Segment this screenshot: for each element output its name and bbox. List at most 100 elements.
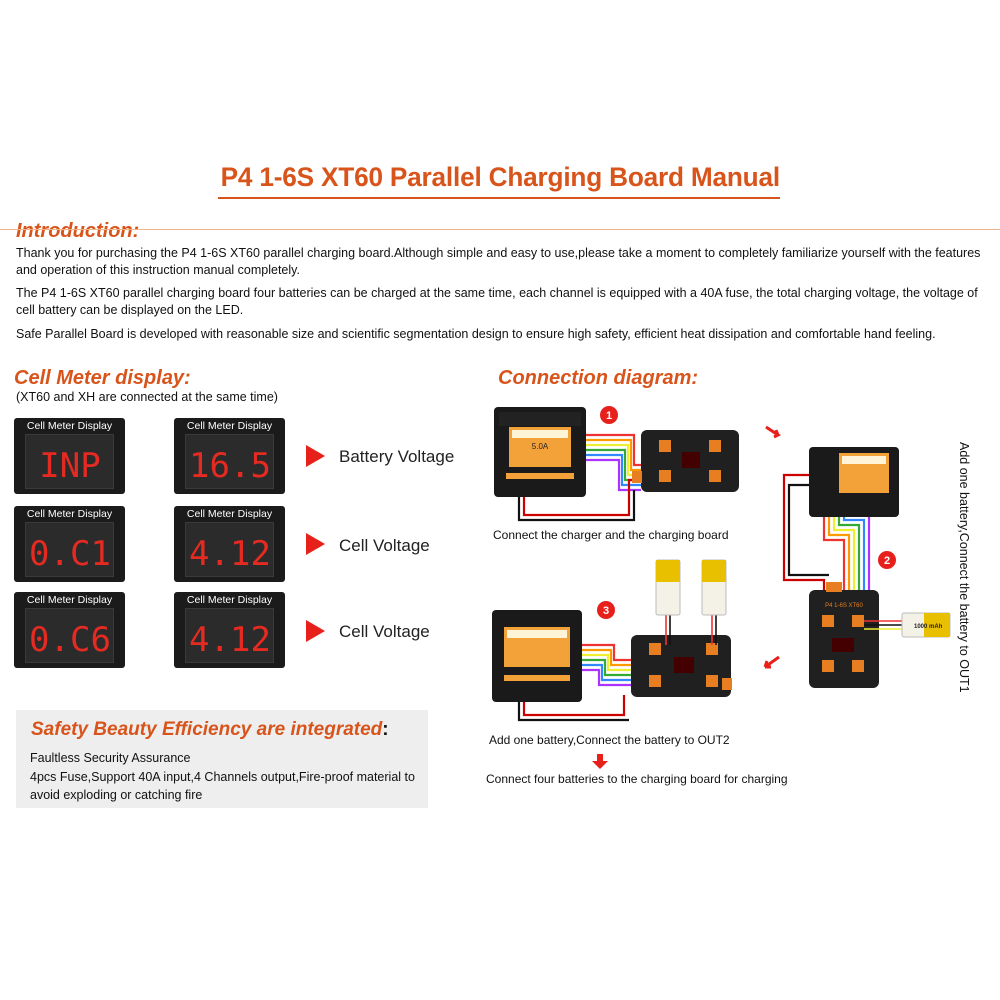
xt60-port (649, 643, 661, 655)
meter-label: Cell Meter Display (26, 508, 113, 520)
led-text: 0.C1 (29, 534, 111, 574)
diagram-caption-1: Connect the charger and the charging boa… (493, 528, 729, 542)
led-readout: 0.C1 (29, 534, 111, 574)
step-badge (878, 551, 896, 569)
step2-group: P4 1-6S XT60 1000 mAh 2 (782, 447, 951, 688)
meter-caption: Cell Voltage (339, 536, 430, 555)
led-readout: 16.5 (189, 446, 271, 486)
step-number: 3 (603, 605, 609, 617)
board-led (682, 452, 700, 468)
red-arrow-icon (306, 445, 325, 467)
step1-group: 5.0A 1 (494, 406, 739, 522)
diagram-caption-2: Add one battery,Connect the battery to O… (957, 442, 971, 693)
step3-group: 3 (492, 559, 732, 722)
xt60-port (706, 675, 718, 687)
introduction-divider (0, 229, 1000, 230)
charger-screen-text: 5.0A (532, 442, 549, 451)
meter-screen: 16.5 (185, 434, 274, 489)
cell-meter-display: Cell Meter Display 4.12 (174, 506, 285, 582)
board-led (674, 657, 694, 673)
cell-meter-heading: Cell Meter display: (14, 367, 191, 389)
safety-line-1: Faultless Security Assurance (30, 751, 191, 765)
battery-text: 1000 mAh (914, 624, 943, 630)
safety-panel: Safety Beauty Efficiency are integrated:… (16, 710, 428, 808)
charger-screen-row (507, 630, 567, 638)
meter-screen: 4.12 (185, 608, 274, 663)
meter-label: Cell Meter Display (186, 420, 273, 432)
cell-meter-display: Cell Meter Display 0.C6 (14, 592, 125, 668)
introduction-paragraph-2: The P4 1-6S XT60 parallel charging board… (16, 286, 978, 317)
step-badge (597, 601, 615, 619)
xt60-port (822, 615, 834, 627)
xt60-port (649, 675, 661, 687)
charger-screen-row (512, 430, 568, 438)
meter-screen: 4.12 (185, 522, 274, 577)
meter-caption: Battery Voltage (339, 447, 455, 466)
charger-brand-strip (499, 412, 581, 426)
step3-wires (517, 643, 631, 722)
meter-label: Cell Meter Display (26, 420, 113, 432)
battery-wires (665, 613, 717, 645)
red-arrow-icon (306, 533, 325, 555)
xt60-port (706, 643, 718, 655)
red-arrow-icon (306, 620, 325, 642)
page-title-wrap: P4 1-6S XT60 Parallel Charging Board Man… (0, 162, 1000, 197)
cell-meter-display: Cell Meter Display 0.C1 (14, 506, 125, 582)
safety-line-3: avoid exploding or catching fire (30, 788, 203, 802)
led-text: 4.12 (189, 620, 271, 660)
battery-stripe (924, 613, 950, 637)
safety-heading: Safety Beauty Efficiency are integrated: (31, 719, 389, 741)
diagram-caption-3: Add one battery,Connect the battery to O… (489, 733, 730, 747)
meter-screen: INP (25, 434, 114, 489)
led-readout: INP (39, 446, 100, 486)
diagram-caption-4: Connect four batteries to the charging b… (486, 772, 788, 786)
meter-caption: Cell Voltage (339, 622, 430, 641)
battery-stripe (656, 560, 680, 582)
meter-label: Cell Meter Display (26, 594, 113, 606)
cell-meter-display: Cell Meter Display INP (14, 418, 125, 494)
meter-screen: 0.C6 (25, 608, 114, 663)
step-badge (600, 406, 618, 424)
step-number: 1 (606, 410, 612, 422)
page-title: P4 1-6S XT60 Parallel Charging Board Man… (220, 162, 780, 192)
led-readout: 4.12 (189, 534, 271, 574)
led-text: INP (39, 446, 100, 486)
step1-wires (517, 433, 641, 522)
led-text: 4.12 (189, 534, 271, 574)
meter-label: Cell Meter Display (186, 594, 273, 606)
battery-wires (864, 620, 904, 630)
xt60-port (852, 660, 864, 672)
safety-heading-colon: : (382, 719, 389, 740)
xt60-port (852, 615, 864, 627)
led-readout: 0.C6 (29, 620, 111, 660)
charger-screen-row (842, 456, 886, 464)
cell-meter-display: Cell Meter Display 4.12 (174, 592, 285, 668)
xt60-port (659, 440, 671, 452)
connection-diagram: 5.0A 1 P4 1-6S XT60 (492, 406, 951, 769)
introduction-paragraph-1: Thank you for purchasing the P4 1-6S XT6… (16, 246, 981, 277)
cell-meter-subheading: (XT60 and XH are connected at the same t… (16, 390, 278, 404)
introduction-heading: Introduction: (16, 220, 140, 242)
charger-label-bar (504, 675, 570, 681)
led-text: 16.5 (189, 446, 271, 486)
meter-label: Cell Meter Display (186, 508, 273, 520)
xt60-port (659, 470, 671, 482)
step-number: 2 (884, 555, 890, 567)
xt60-port (822, 660, 834, 672)
safety-heading-text: Safety Beauty Efficiency are integrated (31, 719, 383, 740)
xt60-port (709, 440, 721, 452)
board-led (832, 638, 854, 652)
meter-screen: 0.C1 (25, 522, 114, 577)
down-arrow-icon (597, 754, 603, 761)
flow-arrow-icon (765, 425, 781, 439)
cell-meter-display: Cell Meter Display 16.5 (174, 418, 285, 494)
connection-heading: Connection diagram: (498, 367, 699, 389)
xt60-port (709, 470, 721, 482)
battery-stripe (702, 560, 726, 582)
flow-arrow-icon (763, 655, 780, 669)
board-label: P4 1-6S XT60 (825, 603, 863, 609)
board-input-plug (632, 471, 642, 483)
charger-label-bar (506, 473, 574, 479)
introduction-paragraph-3: Safe Parallel Board is developed with re… (16, 327, 936, 341)
board-input-plug (722, 678, 732, 690)
